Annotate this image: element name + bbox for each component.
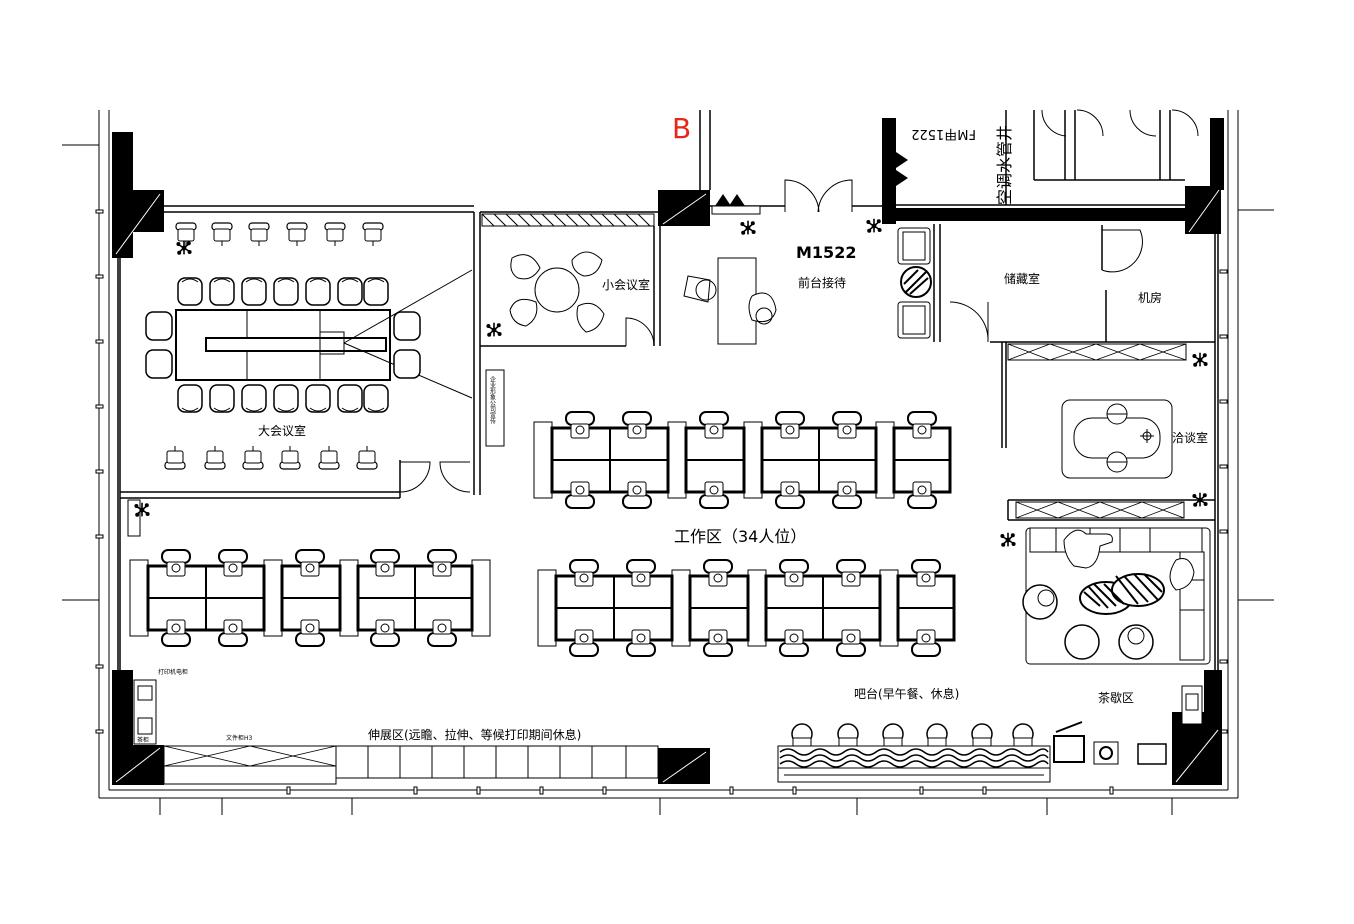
room-label-reception: 前台接待 (798, 275, 846, 290)
room-label-server: 机房 (1138, 290, 1162, 305)
label-device: 茶柜 (137, 736, 149, 744)
conference-chairs-bottom (177, 384, 389, 413)
room-label-negotiation: 洽谈室 (1172, 430, 1208, 445)
doors (399, 109, 1199, 493)
negotiation-table (1061, 399, 1173, 479)
large-meeting-bottom-chairs (164, 445, 378, 470)
label-file-cabinet: 文件柜H3 (226, 734, 253, 742)
conference-chairs-top (177, 277, 389, 306)
lobby-seating (897, 227, 932, 339)
top-right-column-wall (884, 118, 894, 208)
room-label-tea: 茶歇区 (1098, 690, 1134, 705)
stair-triangles (715, 152, 908, 206)
door-code-label: M1522 (796, 243, 856, 262)
axis-ticks (62, 144, 1274, 815)
door-code-mirrored: FM甲1522 (911, 126, 976, 141)
top-right-wall-band (886, 208, 1186, 221)
workstations-upper (533, 411, 952, 509)
bottom-zone (127, 499, 1203, 785)
column-hatch (115, 189, 1220, 783)
conference-table (175, 269, 473, 399)
label-corporate-wall: 企业形象公司宣传 (489, 375, 496, 425)
stair-landing (711, 205, 761, 215)
tea-cabinet (1015, 501, 1185, 519)
small-meeting-furniture (481, 213, 655, 333)
reception-furniture (683, 257, 777, 345)
conference-chairs-sides (145, 311, 421, 379)
room-label-small-meeting: 小会议室 (602, 277, 650, 292)
room-label-bar: 吧台(早午餐、休息) (854, 686, 959, 701)
workstations-lower-left (129, 549, 491, 647)
room-label-large-meeting: 大会议室 (258, 423, 306, 438)
room-label-storage: 储藏室 (1004, 271, 1040, 286)
tea-lounge (1022, 527, 1211, 665)
ac-pipe-label: 空调水管井 (995, 125, 1014, 205)
ruler-dots (95, 209, 1228, 795)
large-meeting-top-chairs (175, 222, 384, 247)
outer-frame (98, 110, 1239, 799)
storage-cabinet (1007, 343, 1187, 361)
room-label-work-area: 工作区（34人位） (674, 527, 806, 546)
corporate-wall (485, 369, 505, 447)
room-label-stretch: 伸展区(远瞻、拉伸、等候打印期间休息) (368, 727, 581, 742)
marker-label: B (672, 112, 691, 145)
label-printer-cabinet: 打印机电柜 (158, 668, 188, 676)
workstations-lower-right (537, 559, 956, 657)
